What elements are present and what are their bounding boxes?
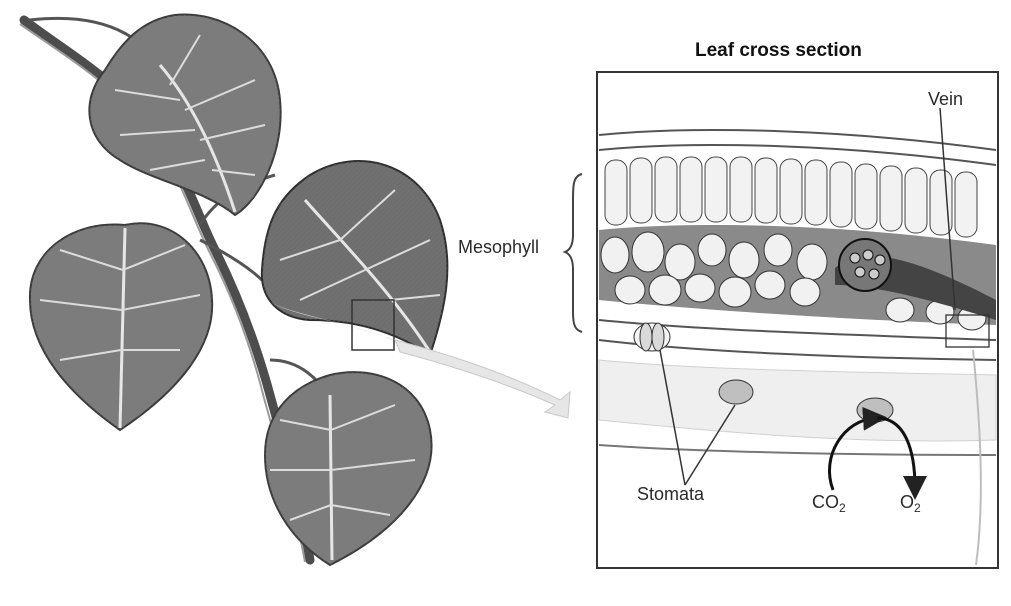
leaf-right [262,161,448,355]
vein-label: Vein [928,90,963,108]
co2-text: CO [812,492,839,512]
o2-subscript: 2 [914,501,921,515]
co2-label: CO2 [812,493,846,514]
leaf-bottom [265,372,432,565]
mesophyll-brace [565,174,582,332]
co2-subscript: 2 [839,501,846,515]
o2-text: O [900,492,914,512]
mesophyll-label: Mesophyll [458,238,539,256]
stoma-mid [719,380,753,404]
leaf-top [89,14,280,215]
stomata-label: Stomata [637,485,704,503]
o2-label: O2 [900,493,921,514]
leaf-left [30,223,212,430]
page-title: Leaf cross section [695,40,862,62]
